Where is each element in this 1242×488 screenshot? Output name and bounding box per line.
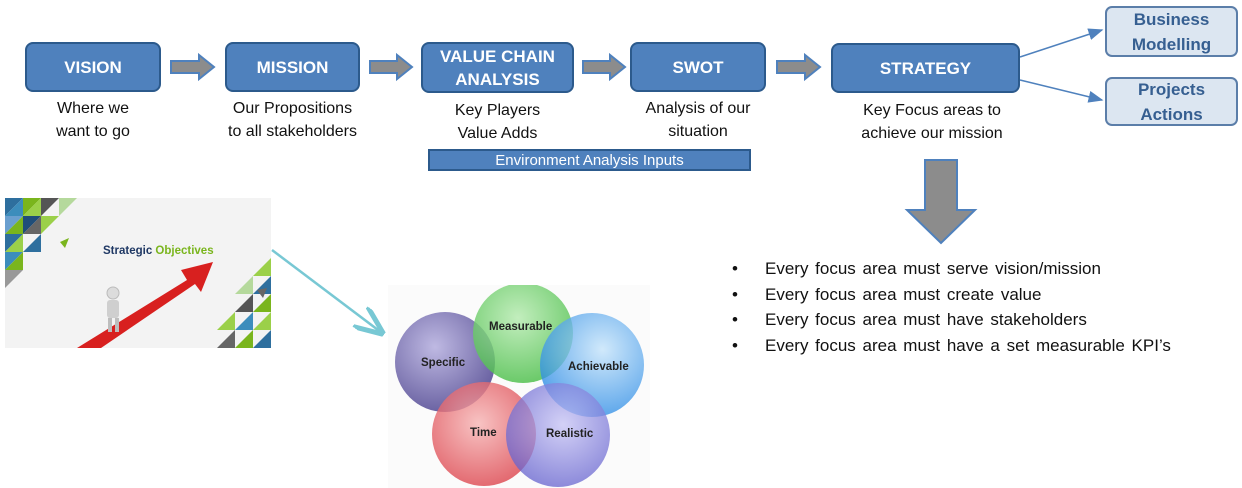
venn-label-realistic: Realistic bbox=[546, 428, 594, 440]
vision-caption: Where we want to go bbox=[56, 100, 130, 140]
rule-item: Every focus area must serve vision/missi… bbox=[730, 256, 1171, 282]
connector-business-modelling bbox=[1019, 28, 1104, 58]
smart-venn-diagram: Measurable Achievable Specific Time Real… bbox=[388, 285, 650, 488]
business-modelling-box: Business Modelling bbox=[1105, 6, 1238, 57]
red-arrow bbox=[77, 262, 213, 348]
flow-arrow-2 bbox=[369, 52, 414, 82]
mission-label: MISSION bbox=[256, 57, 329, 77]
flow-arrow-3 bbox=[582, 52, 627, 82]
venn-svg bbox=[395, 285, 644, 487]
swot-box: SWOT bbox=[630, 42, 766, 92]
swot-label: SWOT bbox=[672, 57, 724, 77]
venn-label-measurable: Measurable bbox=[489, 321, 553, 333]
venn-label-achievable: Achievable bbox=[568, 361, 629, 373]
mission-box: MISSION bbox=[225, 42, 360, 92]
rule-item: Every focus area must have a set measura… bbox=[730, 333, 1171, 359]
triangle-pattern-right bbox=[217, 258, 271, 348]
venn-label-time: Time bbox=[470, 427, 497, 439]
objectives-word: Objectives bbox=[155, 245, 214, 257]
strategy-box: STRATEGY bbox=[831, 43, 1020, 93]
teal-arrow bbox=[271, 249, 382, 333]
rule-item: Every focus area must have stakeholders bbox=[730, 307, 1171, 333]
venn-circle-realistic bbox=[506, 383, 610, 487]
strategy-label: STRATEGY bbox=[879, 58, 972, 78]
environment-inputs-label: Environment Analysis Inputs bbox=[495, 151, 684, 169]
down-arrow bbox=[904, 159, 978, 245]
strategic-word: Strategic bbox=[103, 245, 156, 257]
strategic-objectives-title: Strategic Objectives bbox=[103, 245, 214, 257]
vision-label: VISION bbox=[64, 57, 122, 77]
value-chain-label: VALUE CHAIN ANALYSIS bbox=[440, 46, 555, 89]
projects-actions-box: Projects Actions bbox=[1105, 77, 1238, 126]
rule-item: Every focus area must create value bbox=[730, 282, 1171, 308]
environment-inputs-bar: Environment Analysis Inputs bbox=[428, 149, 751, 171]
strategic-objectives-art bbox=[5, 198, 271, 348]
business-modelling-label: Business Modelling bbox=[1131, 9, 1212, 54]
strategy-caption: Key Focus areas to achieve our mission bbox=[861, 102, 1003, 142]
flow-arrow-1 bbox=[170, 52, 216, 82]
strategic-objectives-image: Strategic Objectives bbox=[5, 198, 271, 348]
mission-caption: Our Propositions to all stakeholders bbox=[228, 100, 357, 140]
flow-arrow-4 bbox=[776, 52, 822, 82]
triangle-pattern-left bbox=[5, 198, 77, 288]
connector-projects-actions bbox=[1019, 79, 1104, 103]
value-chain-box: VALUE CHAIN ANALYSIS bbox=[421, 42, 574, 93]
venn-circle-time bbox=[432, 382, 536, 486]
swot-caption: Analysis of our situation bbox=[645, 100, 751, 140]
value-chain-caption: Key Players Value Adds bbox=[454, 102, 541, 142]
projects-actions-label: Projects Actions bbox=[1137, 79, 1206, 124]
vision-box: VISION bbox=[25, 42, 161, 92]
venn-label-specific: Specific bbox=[421, 357, 466, 369]
focus-area-rules: Every focus area must serve vision/missi… bbox=[730, 256, 1171, 358]
person-figure bbox=[106, 286, 120, 332]
